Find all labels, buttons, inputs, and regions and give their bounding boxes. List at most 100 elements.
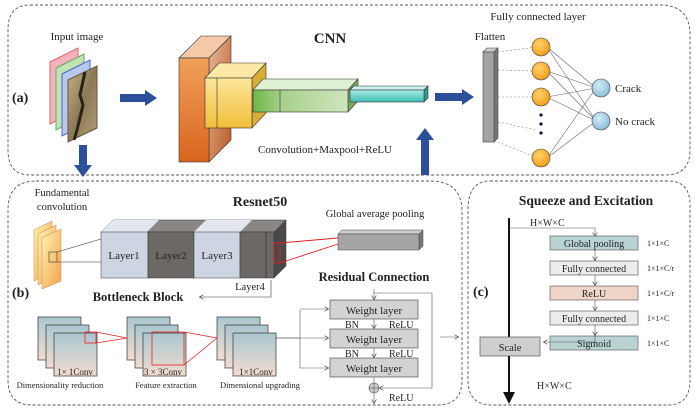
se-step-box — [549, 235, 639, 251]
flatten-edge — [497, 69, 538, 72]
se-step-label: Fully connected — [562, 264, 626, 275]
bneck-caption-3: Dimensional upgrading — [220, 380, 301, 390]
panel-a-label: (a) — [12, 91, 29, 106]
layer4-block — [239, 231, 275, 279]
bneck-conv-3: 1×1Conv — [239, 367, 273, 377]
panel-c-border — [467, 180, 691, 406]
panel-b-label: (b) — [12, 286, 29, 301]
fundamental-label-2: convolution — [37, 202, 88, 213]
flatten-label: Flatten — [475, 31, 506, 43]
hidden-node — [531, 87, 551, 107]
fundamental-conv-stack — [33, 220, 102, 290]
cnn-block-cyan — [349, 85, 429, 103]
flatten-edge — [497, 46, 538, 53]
se-step-dim: 1×1×C/r — [647, 264, 675, 273]
arrow-right-icon — [120, 90, 157, 106]
se-step-box — [549, 260, 639, 276]
se-steps: Global pooling 1×1×C Fully connected 1×1×C/… — [549, 235, 675, 351]
fundamental-label-1: Fundamental — [35, 188, 90, 199]
panel-c-label: (c) — [473, 285, 489, 300]
se-step-label: ReLU — [582, 289, 607, 300]
fc-edge — [546, 87, 597, 159]
bn-label-1: BN — [345, 320, 359, 331]
layer1-block — [100, 231, 149, 279]
weight-layer-1-label: Weight layer — [346, 305, 403, 317]
bneck-conv-2: 3 × 3Conv — [144, 367, 183, 377]
fc-edge — [546, 46, 597, 122]
feature-map — [142, 332, 187, 377]
flatten-bar — [482, 47, 499, 143]
panel-b: (b) Resnet50 Fundamental convolution Lay… — [7, 180, 463, 406]
output-node — [591, 78, 611, 98]
weight-layer-2-label: Weight layer — [346, 334, 403, 346]
bottleneck-title: Bottleneck Block — [93, 290, 184, 304]
feature-map — [232, 332, 277, 377]
input-image-label: Input image — [51, 31, 104, 43]
fc-edge — [546, 70, 597, 89]
cnn-block-green — [252, 78, 359, 113]
flatten-edge — [497, 121, 538, 131]
panel-a: (a) CNN Input image — [7, 4, 691, 177]
hidden-node — [531, 148, 551, 168]
cnn-title: CNN — [314, 31, 347, 47]
se-step-label: Fully connected — [562, 314, 626, 325]
resnet-title: Resnet50 — [233, 195, 287, 210]
fc-label: Fully connected layer — [490, 11, 586, 23]
se-step-dim: 1×1×C — [647, 314, 669, 323]
se-step-box — [549, 335, 639, 351]
se-step-box — [549, 310, 639, 326]
panel-a-border — [7, 4, 691, 176]
se-step-dim: 1×1×C — [647, 239, 669, 248]
se-title: Squeeze and Excitation — [519, 193, 654, 208]
residual-title: Residual Connection — [319, 270, 430, 284]
gap-label: Global average pooling — [326, 209, 425, 220]
relu-label-1: ReLU — [389, 320, 414, 331]
output-nocrack-label: No crack — [615, 116, 656, 128]
fc-edge — [546, 70, 597, 122]
layer3-label: Layer3 — [201, 250, 233, 262]
bneck-caption-1: Dimensionality reduction — [17, 380, 104, 390]
output-node — [591, 111, 611, 131]
fc-edge — [546, 87, 597, 98]
panel-b-border — [7, 180, 463, 406]
se-output-dim: H×W×C — [537, 381, 572, 392]
se-step-box — [549, 285, 639, 301]
bottleneck-stacks — [37, 316, 277, 377]
se-step-dim: 1×1×C — [647, 339, 669, 348]
fc-edge — [546, 46, 597, 89]
arrow-down-icon — [74, 145, 92, 177]
scale-label: Scale — [499, 343, 522, 354]
layer4-label: Layer4 — [235, 282, 265, 293]
bn-label-2: BN — [345, 349, 359, 360]
weight-layer-3-label: Weight layer — [346, 363, 403, 375]
input-image-stack — [49, 47, 98, 143]
conv-caption: Convolution+Maxpool+ReLU — [258, 144, 392, 156]
se-input-dim: H×W×C — [530, 218, 565, 229]
relu-label-3: ReLU — [389, 393, 414, 404]
fc-edge — [546, 120, 597, 159]
fc-edge — [546, 96, 597, 122]
arrow-up-icon — [416, 128, 434, 175]
se-step-dim: 1×1×C/r — [647, 289, 675, 298]
hidden-node — [531, 61, 551, 81]
resnet-layers — [100, 219, 287, 279]
panel-c: (c) Squeeze and Excitation H×W×C Global … — [467, 180, 691, 406]
relu-label-2: ReLU — [389, 349, 414, 360]
fc-network — [497, 37, 611, 168]
gap-bar — [337, 229, 424, 251]
flatten-edge — [497, 141, 538, 159]
layer2-block — [147, 231, 195, 279]
output-crack-label: Crack — [615, 83, 642, 95]
se-step-label: Global pooling — [564, 239, 624, 250]
feature-map — [53, 332, 98, 377]
bneck-conv-1: 1× 1Conv — [57, 367, 93, 377]
ellipsis-dot — [539, 113, 543, 117]
arrow-to-flatten-icon — [435, 89, 474, 105]
se-step-label: Sigmoid — [577, 339, 611, 350]
residual-block — [299, 289, 458, 403]
ellipsis-dot — [539, 131, 543, 135]
layer2-label: Layer2 — [155, 250, 186, 262]
hidden-node — [531, 37, 551, 57]
ellipsis-dot — [539, 122, 543, 126]
